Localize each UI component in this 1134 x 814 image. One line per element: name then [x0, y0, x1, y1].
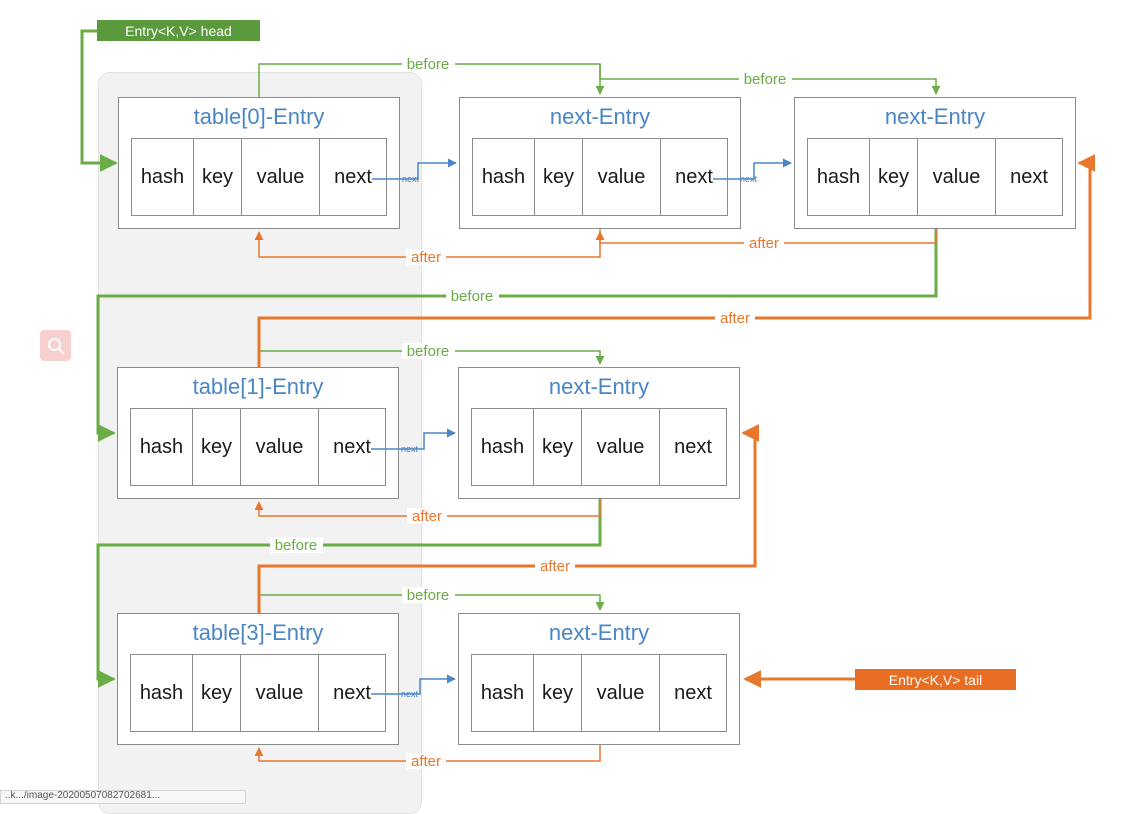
before-link-c — [96, 229, 938, 442]
before-label-f: before — [402, 587, 455, 604]
field-hash: hash — [473, 139, 535, 215]
field-key: key — [535, 139, 583, 215]
field-value: value — [241, 655, 319, 731]
svg-text:after: after — [412, 508, 442, 525]
next-label-0-2: next — [740, 174, 758, 184]
field-next: next — [333, 435, 371, 458]
entry-title: table[3]-Entry — [192, 620, 324, 645]
field-hash: hash — [808, 139, 870, 215]
entry-title: next-Entry — [548, 374, 650, 399]
svg-text:after: after — [411, 249, 441, 266]
after-label-e: after — [535, 558, 575, 575]
tail-pointer-tag: Entry<K,V> tail — [855, 669, 1016, 690]
field-key: key — [534, 655, 582, 731]
entry-title: next-Entry — [884, 104, 986, 129]
svg-text:after: after — [540, 558, 570, 575]
svg-text:before: before — [407, 343, 450, 360]
next-label-1-1: next — [401, 444, 419, 454]
after-label-d: after — [407, 508, 447, 525]
field-hash: hash — [472, 409, 534, 485]
svg-text:after: after — [411, 753, 441, 770]
svg-text:before: before — [407, 587, 450, 604]
field-value: value — [241, 409, 319, 485]
field-key: key — [193, 655, 241, 731]
row0-next-entry-1: next-Entry hash key value next — [459, 97, 741, 229]
field-next: next — [674, 435, 712, 458]
field-value: value — [242, 139, 320, 215]
entry-fields: hash key value next — [131, 138, 387, 216]
svg-text:before: before — [451, 288, 494, 305]
field-next: next — [1010, 165, 1048, 188]
field-value: value — [918, 139, 996, 215]
next-link-2-1 — [371, 674, 456, 695]
entry-fields: hash key value next — [130, 654, 386, 732]
head-pointer-tag: Entry<K,V> head — [97, 20, 260, 41]
entry-title: next-Entry — [548, 620, 650, 645]
after-label-c: after — [715, 310, 755, 327]
head-pointer-arrow — [80, 29, 118, 172]
entry-fields: hash key value next — [472, 138, 728, 216]
svg-text:after: after — [749, 235, 779, 252]
entry-title: table[1]-Entry — [192, 374, 324, 399]
before-label-b: before — [739, 71, 792, 88]
after-label-f: after — [406, 753, 446, 770]
field-key: key — [870, 139, 918, 215]
row0-next-entry-2: next-Entry hash key value next — [794, 97, 1076, 229]
field-value: value — [583, 139, 661, 215]
before-label-d: before — [402, 343, 455, 360]
svg-text:before: before — [407, 56, 450, 73]
svg-text:after: after — [720, 310, 750, 327]
before-label-a: before — [402, 56, 455, 73]
entry-fields: hash key value next — [471, 654, 727, 732]
field-next: next — [674, 681, 712, 704]
after-link-c — [257, 154, 1096, 367]
row1-next-entry-1: next-Entry hash key value next — [458, 367, 740, 499]
field-key: key — [194, 139, 242, 215]
entry-fields: hash key value next — [807, 138, 1063, 216]
field-hash: hash — [131, 655, 193, 731]
row2-next-entry-1: next-Entry hash key value next — [458, 613, 740, 745]
field-hash: hash — [472, 655, 534, 731]
next-label-2-1: next — [401, 689, 419, 699]
before-label-e: before — [270, 537, 323, 554]
next-link-1-1 — [371, 428, 456, 450]
field-value: value — [582, 655, 660, 731]
table-1-entry: table[1]-Entry hash key value next — [117, 367, 399, 499]
after-label-a: after — [406, 249, 446, 266]
after-link-e — [257, 424, 760, 613]
next-link-0-2 — [713, 158, 792, 180]
before-link-e — [96, 499, 602, 688]
entry-title: next-Entry — [549, 104, 651, 129]
status-url-bar: ..k.../image-20200507082702681... — [0, 790, 246, 804]
table-0-entry: table[0]-Entry hash key value next — [118, 97, 400, 229]
field-value: value — [582, 409, 660, 485]
entry-fields: hash key value next — [130, 408, 386, 486]
field-key: key — [193, 409, 241, 485]
field-hash: hash — [132, 139, 194, 215]
search-icon — [47, 337, 64, 354]
next-link-0-1 — [372, 158, 457, 180]
field-next: next — [334, 165, 372, 188]
entry-title: table[0]-Entry — [193, 104, 325, 129]
image-search-button[interactable] — [40, 330, 71, 361]
svg-text:before: before — [275, 537, 318, 554]
field-next: next — [675, 165, 713, 188]
next-label-0-1: next — [402, 174, 420, 184]
entry-fields: hash key value next — [471, 408, 727, 486]
field-key: key — [534, 409, 582, 485]
field-hash: hash — [131, 409, 193, 485]
field-next: next — [333, 681, 371, 704]
before-label-c: before — [446, 288, 499, 305]
table-3-entry: table[3]-Entry hash key value next — [117, 613, 399, 745]
after-label-b: after — [744, 235, 784, 252]
svg-text:before: before — [744, 71, 787, 88]
